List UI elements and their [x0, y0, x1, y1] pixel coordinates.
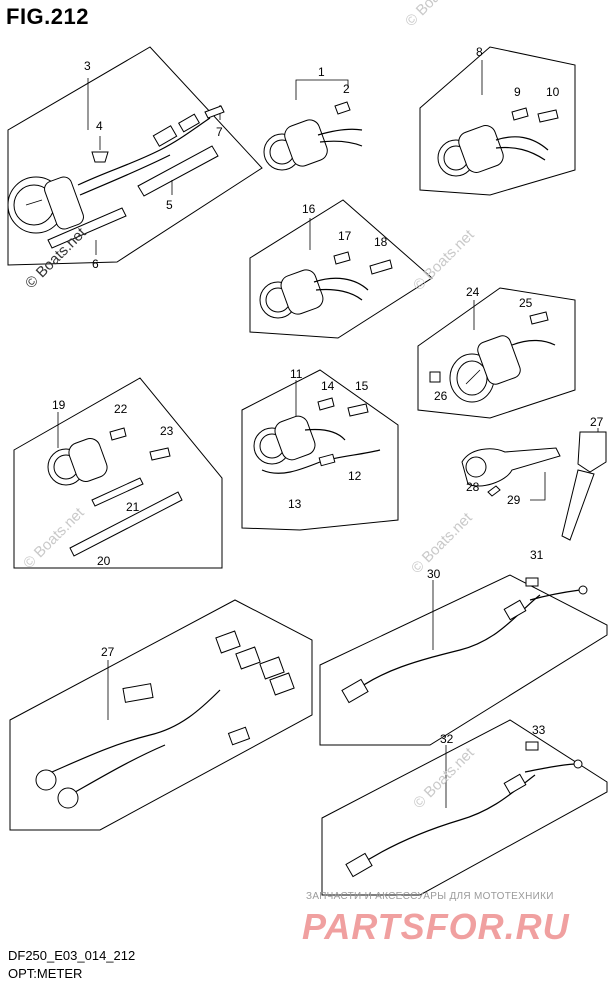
group-27-harness-panel: [9, 599, 313, 831]
diagram-name: OPT:METER: [8, 966, 83, 981]
switch-housing-28[interactable]: [461, 447, 561, 487]
meter-gauge-1[interactable]: [263, 117, 330, 171]
label-12: 12: [348, 469, 362, 483]
group-11-panel: [241, 369, 399, 531]
label-20: 20: [97, 554, 111, 568]
pipe-20[interactable]: [69, 491, 183, 557]
label-25: 25: [519, 296, 533, 310]
label-32: 32: [440, 732, 454, 746]
group-3-panel: [7, 46, 263, 266]
group-32-panel: [321, 719, 608, 896]
group-24-panel: [417, 287, 576, 419]
label-23: 23: [160, 424, 174, 438]
label-8: 8: [476, 45, 483, 59]
label-13: 13: [288, 497, 302, 511]
harness-32[interactable]: [345, 759, 583, 878]
label-28: 28: [466, 480, 480, 494]
meter-gauge-8[interactable]: [437, 123, 506, 177]
label-14: 14: [321, 379, 335, 393]
meter-gauge-11[interactable]: [253, 413, 318, 465]
harness-27[interactable]: [35, 630, 295, 809]
shop-logo-text: PARTSFOR.RU: [302, 906, 570, 947]
label-21: 21: [126, 500, 140, 514]
meter-gauge-16[interactable]: [259, 267, 326, 319]
label-3: 3: [84, 59, 91, 73]
label-15: 15: [355, 379, 369, 393]
remote-switch-27[interactable]: [561, 431, 607, 541]
group-19-panel: [13, 377, 223, 569]
meter-gauge-19[interactable]: [47, 436, 110, 486]
label-27-harness: 27: [101, 645, 115, 659]
label-26: 26: [434, 389, 448, 403]
label-11: 11: [290, 367, 303, 381]
label-2: 2: [343, 82, 350, 96]
label-22: 22: [114, 402, 128, 416]
shop-tagline: ЗАПЧАСТИ И АКСЕССУАРЫ ДЛЯ МОТОТЕХНИКИ: [306, 891, 554, 902]
label-10: 10: [546, 85, 560, 99]
label-16: 16: [302, 202, 316, 216]
group-30-panel: [319, 574, 608, 746]
group-16-panel: [249, 199, 433, 339]
label-5: 5: [166, 198, 173, 212]
group-8-panel: [419, 46, 576, 196]
group-27-switch: [461, 428, 607, 541]
label-18: 18: [374, 235, 388, 249]
label-30: 30: [427, 567, 441, 581]
group-1: [263, 79, 363, 171]
label-4: 4: [96, 119, 103, 133]
label-31: 31: [530, 548, 544, 562]
harness-30[interactable]: [341, 585, 588, 704]
label-1: 1: [318, 65, 325, 79]
label-27-switch: 27: [590, 415, 604, 429]
meter-gauge-3[interactable]: [7, 175, 86, 234]
band-21[interactable]: [91, 477, 144, 507]
label-29: 29: [507, 493, 521, 507]
meter-gauge-24[interactable]: [449, 334, 522, 403]
label-33: 33: [532, 723, 546, 737]
figure-title: FIG.212: [6, 4, 89, 29]
label-6: 6: [92, 257, 99, 271]
band-6[interactable]: [47, 207, 127, 249]
label-24: 24: [466, 285, 480, 299]
diagram-code: DF250_E03_014_212: [8, 948, 136, 963]
label-17: 17: [338, 229, 352, 243]
label-9: 9: [514, 85, 521, 99]
label-7: 7: [216, 125, 223, 139]
label-19: 19: [52, 398, 66, 412]
pipe-5[interactable]: [137, 145, 219, 197]
